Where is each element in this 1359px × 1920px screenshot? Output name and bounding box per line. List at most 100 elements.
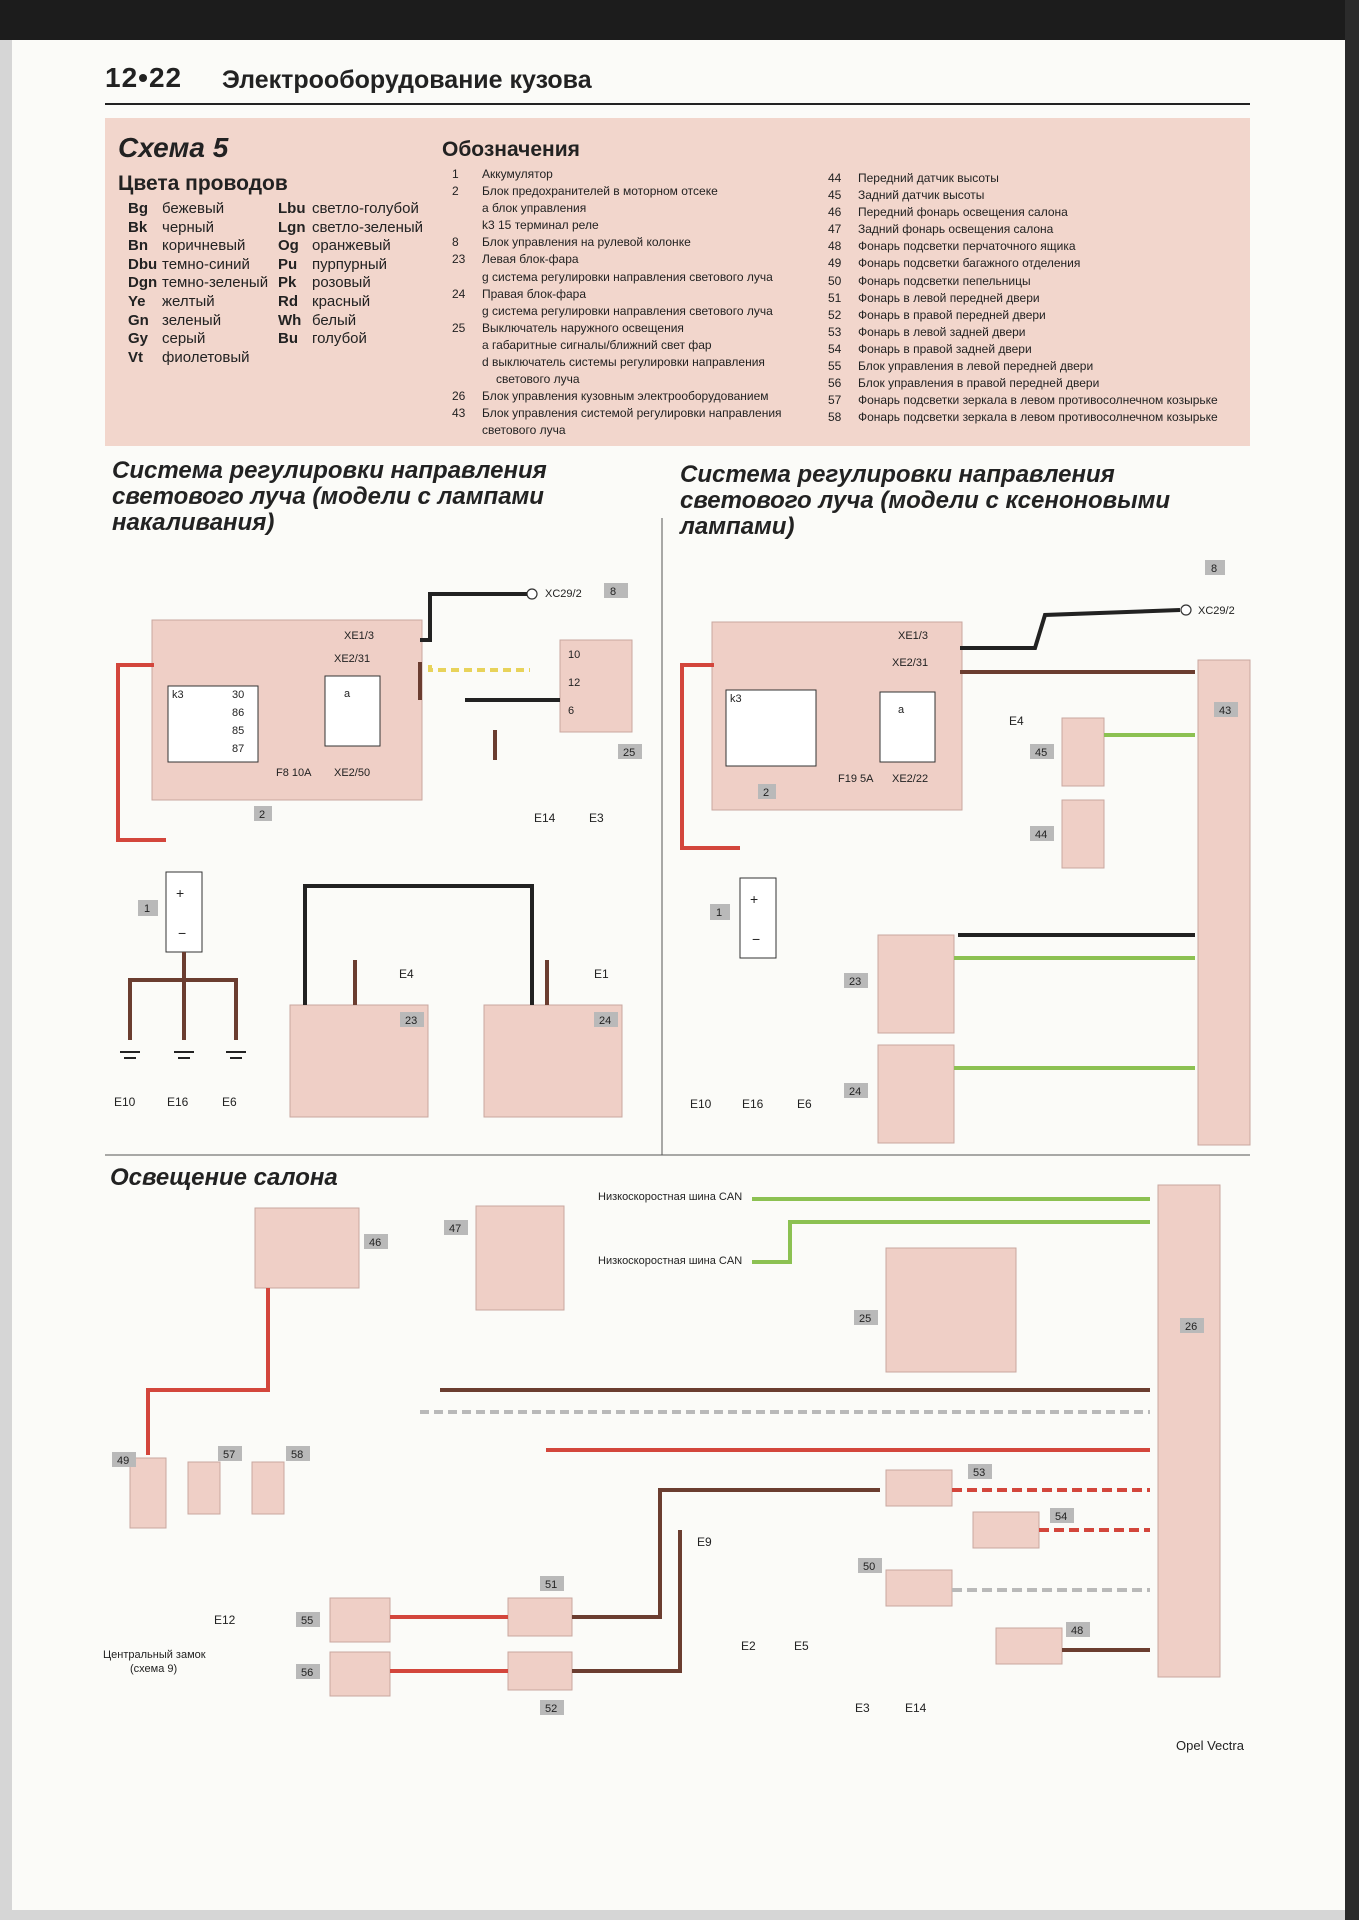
svg-text:Низкоскоростная шина CAN: Низкоскоростная шина CAN xyxy=(598,1191,742,1203)
wire-color-entry: Vt фиолетовый xyxy=(128,349,268,368)
wire-color-entry: Gn зеленый xyxy=(128,312,268,331)
battery-1 xyxy=(165,871,203,953)
top-band xyxy=(0,0,1359,40)
wire-color-name: темно-зеленый xyxy=(162,274,269,292)
designation-number: 51 xyxy=(828,290,842,305)
svg-text:8: 8 xyxy=(1211,563,1217,575)
wire-color-code: Bk xyxy=(128,218,148,236)
designation-entry: 51 Фонарь в левой передней двери xyxy=(828,290,1258,307)
designation-text: Блок предохранителей в моторном отсеке xyxy=(482,184,718,199)
svg-text:E10: E10 xyxy=(690,1097,712,1111)
door-control-unit-56 xyxy=(329,1651,391,1697)
designation-text: a габаритные сигналы/ближний свет фар xyxy=(482,337,712,352)
svg-text:1: 1 xyxy=(144,903,150,915)
wire-color-code: Gn xyxy=(128,311,149,329)
designation-number: 24 xyxy=(452,286,466,301)
wire-color-code: Pu xyxy=(278,255,298,273)
svg-text:E6: E6 xyxy=(797,1097,812,1111)
svg-text:a: a xyxy=(898,704,905,716)
headlamp-24-xenon xyxy=(877,1044,955,1144)
designation-text: светового луча xyxy=(482,423,566,438)
svg-text:E4: E4 xyxy=(399,967,414,981)
svg-text:12: 12 xyxy=(568,677,580,689)
svg-text:51: 51 xyxy=(545,1579,557,1591)
designation-text: Фонарь в левой передней двери xyxy=(858,290,1040,305)
page-number: 12•22 xyxy=(105,62,183,93)
svg-text:45: 45 xyxy=(1035,747,1047,759)
glovebox-lamp-48 xyxy=(995,1627,1063,1665)
wire-color-entry: Bk черный xyxy=(128,219,268,238)
svg-text:58: 58 xyxy=(291,1449,303,1461)
svg-text:+: + xyxy=(176,885,184,901)
svg-text:XE2/31: XE2/31 xyxy=(892,657,928,669)
ground-symbols-left xyxy=(120,1051,246,1059)
designation-entry: d выключатель системы регулировки направ… xyxy=(452,354,832,371)
svg-text:24: 24 xyxy=(849,1086,861,1098)
designation-number: 53 xyxy=(828,324,842,339)
designation-text: Фонарь подсветки багажного отделения xyxy=(858,256,1081,271)
wire-color-code: Bg xyxy=(128,200,148,217)
designation-text: k3 15 терминал реле xyxy=(482,218,599,233)
wire-color-name: черный xyxy=(162,218,214,236)
designation-number: 47 xyxy=(828,222,842,237)
light-switch-25 xyxy=(885,1247,1017,1373)
wire-color-code: Wh xyxy=(278,311,302,329)
control-unit-43 xyxy=(1197,659,1251,1146)
svg-text:XC29/2: XC29/2 xyxy=(545,588,582,600)
wire-color-name: светло-голубой xyxy=(312,200,419,217)
wire-color-code: Bn xyxy=(128,237,148,255)
svg-text:85: 85 xyxy=(232,725,244,737)
svg-text:−: − xyxy=(178,925,186,941)
svg-text:23: 23 xyxy=(405,1015,417,1027)
body-control-unit-26 xyxy=(1157,1184,1221,1678)
wire-color-name: темно-синий xyxy=(162,255,250,273)
wire-color-name: фиолетовый xyxy=(162,348,250,366)
designation-entry: g система регулировки направления светов… xyxy=(452,269,832,286)
designation-number: 46 xyxy=(828,205,842,220)
svg-text:30: 30 xyxy=(232,689,244,701)
designation-text: Передний датчик высоты xyxy=(858,171,999,185)
svg-text:1: 1 xyxy=(716,907,722,919)
svg-text:46: 46 xyxy=(369,1237,381,1249)
svg-text:(схема 9): (схема 9) xyxy=(130,1663,177,1675)
wire-color-name: розовый xyxy=(312,274,371,292)
svg-text:25: 25 xyxy=(859,1313,871,1325)
wire-color-name: белый xyxy=(312,311,357,329)
battery-1-xenon xyxy=(739,877,777,959)
wire-color-code: Bu xyxy=(278,330,298,348)
svg-text:6: 6 xyxy=(568,705,574,717)
designation-entry: k3 15 терминал реле xyxy=(452,217,832,234)
designation-text: Левая блок-фара xyxy=(482,252,579,267)
section-title-incandescent: Система регулировки направления световог… xyxy=(112,457,547,536)
svg-text:44: 44 xyxy=(1035,829,1047,841)
designation-text: Блок управления на рулевой колонке xyxy=(482,235,691,250)
wire-color-code: Gy xyxy=(128,330,149,348)
designation-number: 8 xyxy=(452,235,459,250)
wire-color-code: Vt xyxy=(128,348,143,366)
svg-text:43: 43 xyxy=(1219,705,1231,717)
wire-color-name: зеленый xyxy=(162,311,222,329)
designation-number: 26 xyxy=(452,389,466,404)
svg-text:E4: E4 xyxy=(1009,714,1024,728)
designation-text: g система регулировки направления светов… xyxy=(482,303,773,318)
svg-text:XE1/3: XE1/3 xyxy=(898,630,928,642)
